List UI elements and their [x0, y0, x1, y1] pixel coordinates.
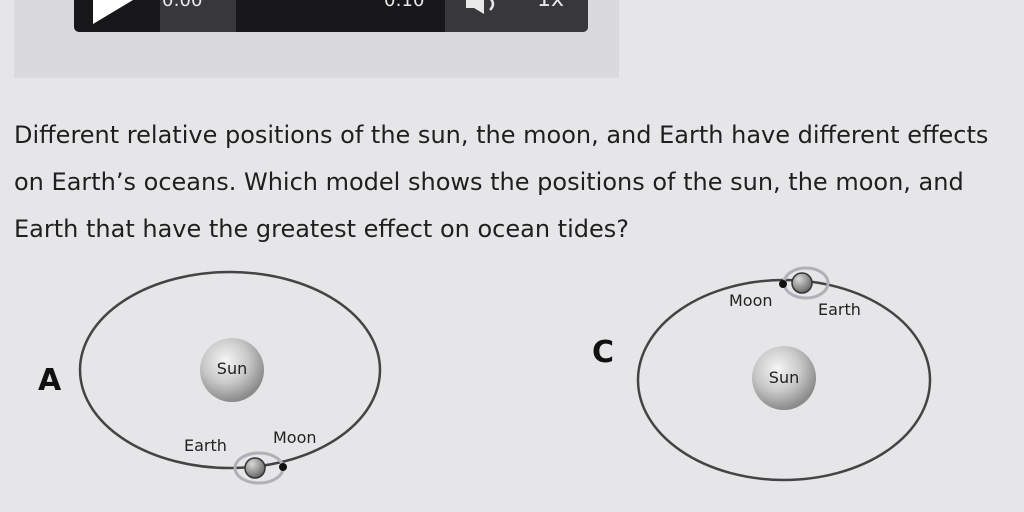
volume-icon[interactable]	[464, 0, 514, 24]
play-icon[interactable]	[93, 0, 133, 24]
video-player-area: 0:00 0:10 1x	[14, 0, 619, 78]
model-c-letter: C	[592, 335, 614, 370]
current-time-label: 0:00	[162, 0, 203, 11]
model-a-sun	[200, 338, 264, 402]
model-a-orbit	[78, 270, 382, 470]
model-c[interactable]: C Sun Moon Earth	[592, 266, 932, 482]
question-text: Different relative positions of the sun,…	[14, 121, 989, 243]
model-a[interactable]: A Sun Earth Moon	[38, 270, 382, 485]
model-a-moon	[279, 463, 287, 471]
playback-speed-button[interactable]: 1x	[537, 0, 564, 12]
model-c-earth-label: Earth	[818, 300, 861, 319]
model-c-earth	[791, 272, 813, 294]
model-a-letter: A	[38, 363, 62, 398]
model-c-moon-label: Moon	[729, 291, 773, 310]
current-time-display: 0:00	[160, 0, 236, 32]
model-a-sun-label: Sun	[217, 359, 247, 378]
model-c-sun	[752, 346, 816, 410]
total-time-label: 0:10	[384, 0, 425, 11]
model-a-moon-label: Moon	[273, 428, 317, 447]
model-c-sun-label: Sun	[769, 368, 799, 387]
video-controls-bar: 0:00 0:10 1x	[74, 0, 588, 32]
model-a-earth	[244, 457, 266, 479]
model-c-moon	[779, 280, 787, 288]
model-a-earth-label: Earth	[184, 436, 227, 455]
